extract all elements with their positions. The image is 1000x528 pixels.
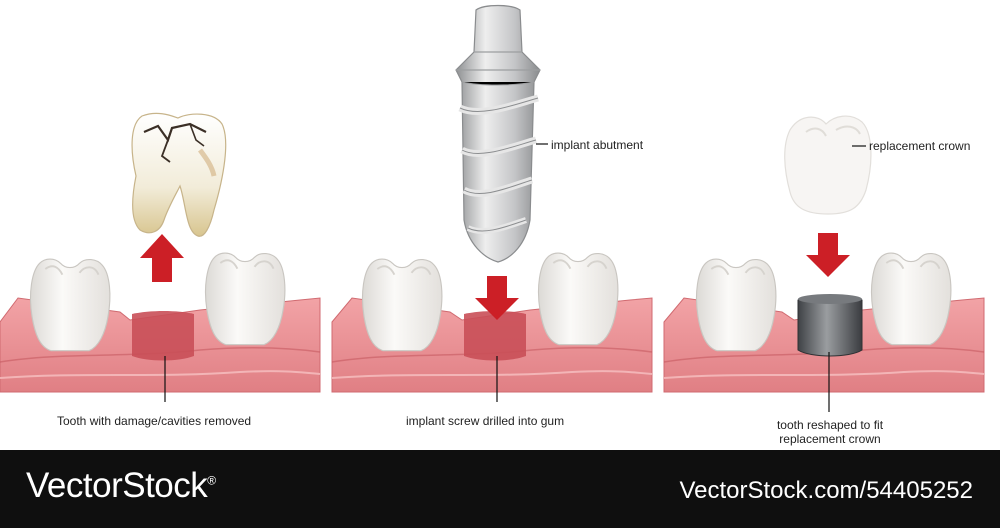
empty-socket <box>132 311 194 361</box>
right-molar <box>204 252 286 346</box>
damaged-tooth <box>131 112 227 237</box>
dental-implant-diagram: Tooth with damage/cavities removed impla… <box>0 4 985 446</box>
implant-screw-icon <box>455 4 541 263</box>
right-molar <box>537 252 619 346</box>
label-screw-drilled: implant screw drilled into gum <box>406 414 565 428</box>
registered-mark: ® <box>207 473 216 488</box>
label-tooth-reshaped-line1: tooth reshaped to fit <box>776 418 884 432</box>
right-molar <box>870 252 952 346</box>
panel-tooth-removed <box>0 112 321 402</box>
down-arrow-icon <box>806 233 850 277</box>
watermark-banner: VectorStock® VectorStock.com/54405252 <box>0 450 1000 528</box>
vectorstock-logo: VectorStock® <box>26 466 216 506</box>
panel-implant-screw <box>331 4 653 402</box>
left-molar <box>361 258 443 352</box>
up-arrow-icon <box>140 234 184 282</box>
reshaped-tooth-stump <box>797 294 863 357</box>
label-tooth-removed: Tooth with damage/cavities removed <box>57 414 252 428</box>
label-tooth-reshaped: tooth reshaped to fit replacement crown <box>768 418 892 446</box>
label-tooth-reshaped-line2: replacement crown <box>779 432 881 446</box>
panel-replacement-crown <box>663 115 985 412</box>
diagram-illustration <box>0 4 985 412</box>
drilled-socket <box>464 311 526 361</box>
brand-text: VectorStock <box>26 466 208 505</box>
replacement-crown-icon <box>784 115 872 215</box>
stock-id: VectorStock.com/54405252 <box>679 477 973 504</box>
left-molar <box>695 258 777 352</box>
left-molar <box>29 258 111 352</box>
label-implant-abutment: implant abutment <box>551 138 644 152</box>
label-replacement-crown: replacement crown <box>869 139 971 153</box>
